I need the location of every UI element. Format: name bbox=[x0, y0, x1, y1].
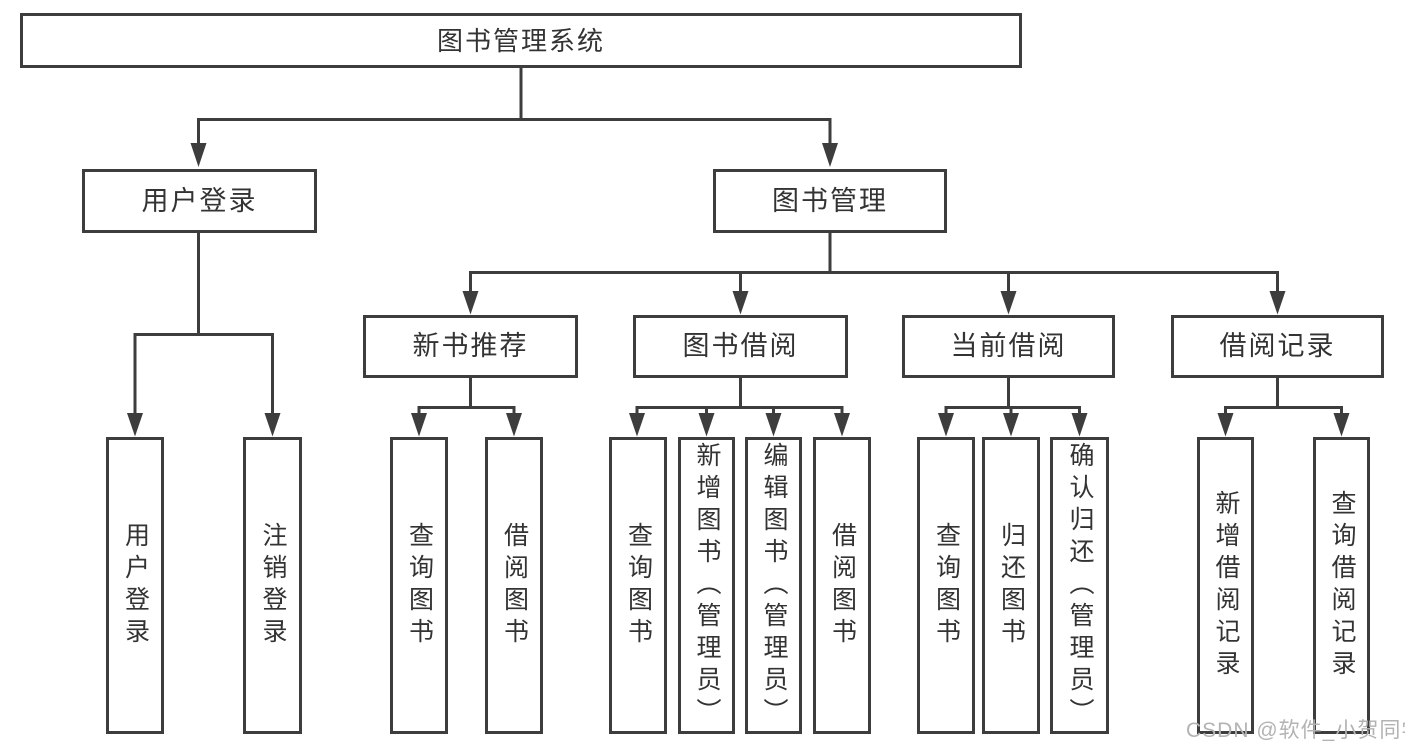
arrowhead-down-icon bbox=[190, 143, 207, 167]
node-label: 用户登录 bbox=[121, 521, 150, 650]
leaf-query-books: 查询图书 bbox=[390, 437, 448, 734]
leaf-query-borrow-record: 查询借阅记录 bbox=[1313, 437, 1370, 734]
arrowhead-down-icon bbox=[698, 413, 715, 437]
node-label: 编辑图书（管理员） bbox=[760, 441, 788, 730]
arrowhead-down-icon bbox=[1269, 291, 1286, 315]
node-book-management: 图书管理 bbox=[713, 169, 947, 233]
connector-root-to-level2 bbox=[190, 68, 838, 167]
connector-book-mgmt-to-level3 bbox=[462, 233, 1286, 315]
node-label: 归还图书 bbox=[997, 521, 1026, 650]
connector-current-borrow-children bbox=[938, 378, 1088, 437]
arrowhead-down-icon bbox=[765, 413, 782, 437]
arrowhead-down-icon bbox=[1217, 413, 1234, 437]
node-label: 查询借阅记录 bbox=[1328, 489, 1356, 682]
leaf-add-books-admin: 新增图书（管理员） bbox=[678, 437, 735, 734]
arrowhead-down-icon bbox=[264, 413, 281, 437]
arrowhead-down-icon bbox=[834, 413, 850, 437]
node-label: 新增图书（管理员） bbox=[693, 441, 721, 730]
arrowhead-down-icon bbox=[732, 291, 749, 315]
connector-borrow-record-children bbox=[1217, 378, 1350, 437]
leaf-borrow-books: 借阅图书 bbox=[813, 437, 871, 734]
node-borrowing-records: 借阅记录 bbox=[1171, 315, 1384, 378]
node-label: 借阅记录 bbox=[1219, 331, 1336, 361]
leaf-user-login: 用户登录 bbox=[106, 437, 164, 734]
arrowhead-down-icon bbox=[629, 413, 645, 437]
node-label: 注销登录 bbox=[259, 521, 287, 650]
node-label: 图书管理 bbox=[772, 185, 888, 216]
node-label: 查询图书 bbox=[932, 521, 961, 650]
node-label: 图书管理系统 bbox=[436, 25, 605, 56]
arrowhead-down-icon bbox=[127, 413, 143, 437]
arrowhead-down-icon bbox=[462, 291, 479, 315]
arrowhead-down-icon bbox=[1333, 413, 1350, 437]
node-book-borrowing: 图书借阅 bbox=[633, 315, 848, 378]
node-label: 图书借阅 bbox=[682, 331, 799, 361]
arrowhead-down-icon bbox=[938, 413, 954, 437]
leaf-logout: 注销登录 bbox=[243, 437, 302, 734]
node-label: 新书推荐 bbox=[412, 331, 529, 361]
leaf-borrow-books: 借阅图书 bbox=[485, 437, 543, 734]
arrowhead-down-icon bbox=[411, 413, 427, 437]
leaf-query-books: 查询图书 bbox=[917, 437, 975, 734]
connector-new-book-children bbox=[411, 378, 522, 437]
node-new-book-recommendation: 新书推荐 bbox=[363, 315, 578, 378]
node-label: 借阅图书 bbox=[828, 521, 857, 650]
node-label: 当前借阅 bbox=[950, 331, 1067, 361]
leaf-return-books: 归还图书 bbox=[982, 437, 1040, 734]
arrowhead-down-icon bbox=[506, 413, 522, 437]
node-label: 确认归还（管理员） bbox=[1066, 441, 1094, 730]
watermark: CSDN @软件_小贺同学 bbox=[1186, 719, 1405, 742]
leaf-confirm-return-admin: 确认归还（管理员） bbox=[1050, 437, 1109, 734]
arrowhead-down-icon bbox=[1000, 291, 1017, 315]
connector-user-login-children bbox=[127, 233, 281, 437]
arrowhead-down-icon bbox=[1003, 413, 1019, 437]
arrowhead-down-icon bbox=[1071, 413, 1088, 437]
node-current-borrowing: 当前借阅 bbox=[902, 315, 1115, 378]
node-label: 新增借阅记录 bbox=[1212, 489, 1240, 682]
connector-book-borrow-children bbox=[629, 378, 850, 437]
node-label: 查询图书 bbox=[405, 521, 434, 650]
leaf-edit-books-admin: 编辑图书（管理员） bbox=[745, 437, 802, 734]
node-label: 用户登录 bbox=[141, 185, 258, 216]
leaf-query-books: 查询图书 bbox=[609, 437, 667, 734]
leaf-add-borrow-record: 新增借阅记录 bbox=[1197, 437, 1254, 734]
node-user-login: 用户登录 bbox=[82, 169, 317, 233]
arrowhead-down-icon bbox=[822, 143, 838, 167]
node-label: 借阅图书 bbox=[500, 521, 529, 650]
node-library-management-system: 图书管理系统 bbox=[20, 13, 1022, 68]
node-label: 查询图书 bbox=[624, 521, 653, 650]
